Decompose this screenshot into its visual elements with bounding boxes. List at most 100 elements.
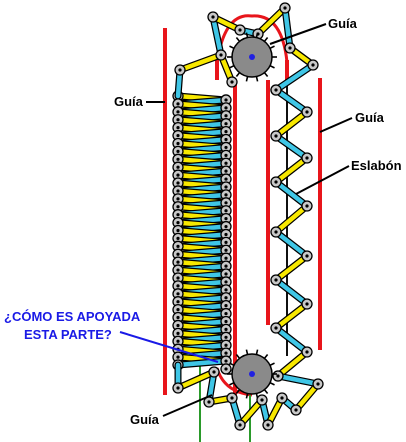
pin-center (224, 327, 228, 331)
chain-link (273, 109, 310, 139)
pin-center (176, 386, 180, 390)
chain-link (273, 87, 310, 115)
pin-center (176, 308, 180, 312)
pin-center (176, 173, 180, 177)
pin-center (178, 68, 182, 72)
chain-link (255, 5, 288, 37)
question-line-1: ¿CÓMO ES APOYADA (4, 309, 141, 324)
pin-center (224, 343, 228, 347)
pin-center (224, 130, 228, 134)
pin-center (274, 88, 278, 92)
pin-center (274, 278, 278, 282)
pin-center (176, 228, 180, 233)
leader-eslabon (295, 165, 350, 195)
label-guia-bottom: Guía (130, 412, 160, 427)
pin-center (176, 133, 180, 138)
pin-center (224, 288, 228, 292)
chain-link (275, 373, 321, 387)
pin-center (224, 248, 228, 252)
guide-rails (163, 14, 322, 397)
pin-center (176, 331, 180, 335)
sprocket-hub (249, 54, 255, 60)
pin-center (176, 300, 180, 304)
chain-link (273, 62, 316, 93)
pin-center (224, 217, 228, 221)
pin-center (224, 122, 228, 126)
pin-center (176, 141, 180, 146)
pin-center (224, 145, 228, 150)
pin-center (176, 205, 180, 209)
chain-link (275, 349, 310, 379)
pin-center (274, 230, 278, 234)
pin-center (224, 351, 228, 355)
leader-guia-bottom (162, 394, 213, 417)
pin-center (207, 400, 211, 404)
pin-center (176, 244, 180, 248)
pin-center (176, 126, 180, 130)
pin-center (238, 28, 242, 32)
pin-center (176, 157, 180, 161)
pin-center (305, 110, 309, 114)
pin-center (176, 165, 180, 169)
pin-center (224, 161, 228, 165)
pin-center (224, 311, 228, 316)
label-eslabon: Eslabón (351, 158, 402, 173)
pin-center (274, 134, 278, 138)
leader-lines (119, 23, 353, 417)
pin-center (176, 189, 180, 193)
pin-center (176, 110, 180, 114)
pin-center (176, 181, 180, 185)
chain-link (273, 253, 310, 283)
pin-center (305, 350, 309, 354)
chain-link (273, 229, 310, 259)
pin-center (176, 118, 180, 122)
label-guia-top: Guía (328, 16, 358, 31)
pin-center (224, 272, 228, 276)
pin-center (305, 156, 309, 160)
pin-center (176, 323, 180, 328)
pin-center (224, 185, 228, 189)
pin-center (176, 339, 180, 343)
pin-center (176, 260, 180, 264)
pin-center (224, 367, 228, 371)
pin-center (224, 335, 228, 339)
pin-center (224, 319, 228, 324)
pin-center (219, 53, 223, 57)
pin-center (230, 396, 234, 400)
pin-center (224, 209, 228, 213)
label-guia-left: Guía (114, 94, 144, 109)
pin-center (305, 204, 309, 208)
pin-center (176, 213, 180, 217)
pin-center (224, 137, 228, 142)
pin-center (224, 201, 228, 205)
pin-center (224, 224, 228, 229)
chain-link (273, 325, 310, 355)
pin-center (283, 6, 287, 10)
pin-center (260, 398, 264, 402)
pin-center (224, 296, 228, 300)
pin-center (176, 276, 180, 280)
pin-center (176, 355, 180, 359)
pin-center (280, 396, 284, 400)
pin-center (176, 149, 180, 153)
leader-guia-right (319, 117, 353, 133)
pin-center (176, 220, 180, 225)
pin-center (274, 180, 278, 184)
chain-link (273, 155, 310, 185)
pin-center (176, 284, 180, 288)
pin-center (224, 114, 228, 118)
sprocket-bottom (227, 349, 277, 399)
pin-center (224, 177, 228, 181)
pin-center (224, 232, 228, 237)
pin-center (211, 15, 215, 19)
pin-center (224, 280, 228, 284)
chain-link (273, 203, 310, 235)
pin-center (224, 169, 228, 173)
sprocket-top (227, 32, 277, 82)
guide-arc-top (215, 14, 289, 63)
pin-center (266, 423, 270, 427)
question-line-2: ESTA PARTE? (24, 327, 112, 342)
pin-center (224, 256, 228, 260)
pin-center (224, 106, 228, 110)
